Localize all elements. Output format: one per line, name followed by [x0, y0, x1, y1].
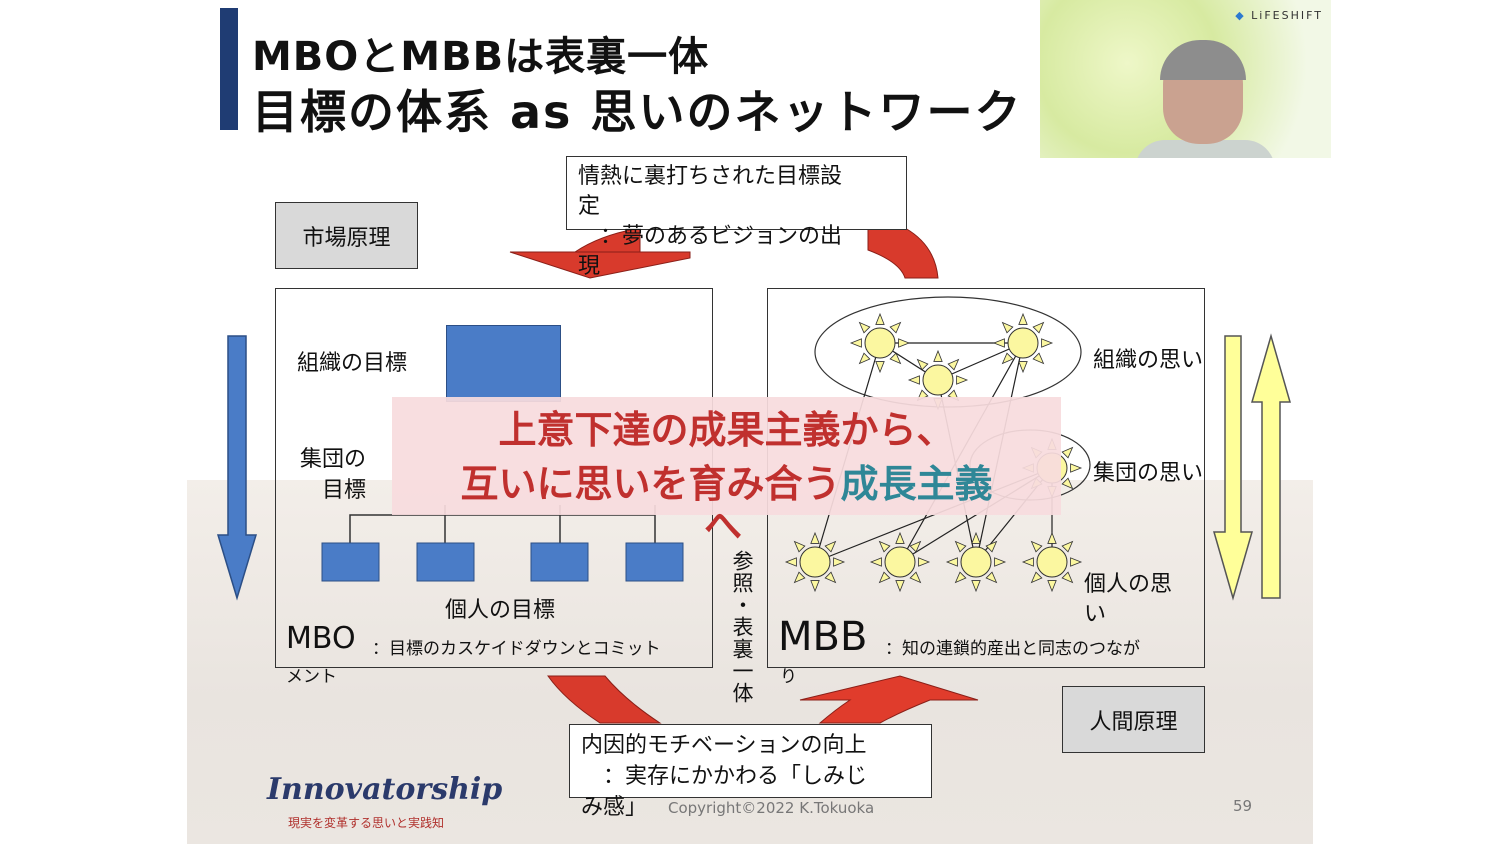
human-principle-box: 人間原理 [1062, 686, 1205, 753]
mbo-label: MBO [286, 621, 356, 656]
goal-tree [321, 505, 684, 582]
mbb-description-wrap: り [780, 667, 797, 687]
page-number: 59 [1233, 797, 1253, 815]
yellow-down-arrow [1213, 335, 1253, 601]
mbo-description: ：目標のカスケイドダウンとコミット [372, 639, 661, 659]
overlay-line1: 上意下達の成果主義から、 [498, 408, 955, 452]
group-goal-label: 集団の 目標 [290, 444, 366, 506]
top-note-line: ：夢のあるビジョンの出 [578, 224, 843, 249]
top-note-line: 定 [578, 194, 601, 219]
bottom-note-line: 内因的モチベーションの向上 [581, 733, 867, 758]
speaker-video: ◆ LiFESHIFT [1040, 0, 1331, 158]
speaker-shirt [1135, 140, 1275, 158]
individual-goal-block [530, 542, 589, 582]
overlay-line2-red: 互いに思いを育み合う [460, 462, 841, 506]
bottom-note-line: ：実存にかかわる「しみじ [581, 764, 868, 789]
mbo-description-wrap: メント [286, 667, 337, 687]
sun-icon [1021, 531, 1083, 593]
overlay-line2-teal: 成長主義 [840, 462, 993, 506]
red-arrow-bottom-left [547, 675, 662, 724]
lifeshift-logo: ◆ LiFESHIFT [1235, 9, 1323, 22]
yellow-up-arrow [1251, 333, 1291, 599]
sun-icon [784, 531, 846, 593]
top-note-line: 現 [578, 254, 601, 279]
bottom-note-line: み感」 [581, 795, 648, 820]
red-arrow-top-right [867, 227, 939, 279]
individual-thought-label: 個人の思 い [1084, 570, 1172, 630]
org-goal-label: 組織の目標 [297, 351, 408, 376]
center-vertical-label: 参照・表裏一体 [730, 550, 754, 704]
brand-tagline: 現実を変革する思いと実践知 [288, 816, 445, 830]
sun-icon [992, 312, 1054, 374]
blue-down-arrow [216, 335, 258, 601]
bottom-note-text: 内因的モチベーションの向上 ：実存にかかわる「しみじ み感」 [581, 730, 867, 823]
copyright: Copyright©2022 K.Tokuoka [668, 799, 875, 817]
overlay-line2: 互いに思いを育み合う成長主義 [392, 457, 1061, 511]
market-principle-box: 市場原理 [275, 202, 418, 269]
mbb-label: MBB [778, 614, 868, 660]
red-arrow-top-left [509, 227, 691, 279]
sun-icon [849, 312, 911, 374]
individual-thought-line: 個人の思 [1084, 572, 1173, 597]
group-goal-line: 集団の [299, 447, 366, 472]
lifeshift-logo-icon: ◆ [1235, 9, 1246, 22]
lifeshift-logo-text: LiFESHIFT [1251, 9, 1323, 22]
overlay-caption: 上意下達の成果主義から、 互いに思いを育み合う成長主義 [392, 397, 1061, 515]
bottom-note-box [569, 724, 932, 798]
slide-title-line2: 目標の体系 as 思いのネットワーク [252, 85, 1023, 139]
slide-title-line1: MBOとMBBは表裏一体 [252, 34, 710, 80]
overlay-tail: へ [704, 504, 743, 548]
sun-icon [945, 531, 1007, 593]
group-thought-label: 集団の思い [1093, 461, 1204, 486]
mbb-description: ：知の連鎖的産出と同志のつなが [885, 639, 1140, 659]
brand-logo: Innovatorship [267, 772, 503, 807]
individual-goal-block [416, 542, 475, 582]
sun-icon [869, 531, 931, 593]
org-thought-label: 組織の思い [1093, 348, 1204, 373]
top-note-line: 情熱に裏打ちされた目標設 [578, 164, 843, 189]
org-goal-block [446, 325, 561, 402]
red-arrow-bottom-right [799, 675, 979, 724]
top-note-text: 情熱に裏打ちされた目標設 定 ：夢のあるビジョンの出 現 [578, 162, 842, 282]
group-goal-line: 目標 [321, 478, 366, 503]
individual-goal-label: 個人の目標 [445, 598, 556, 623]
individual-goal-block [625, 542, 684, 582]
title-accent-bar [220, 8, 238, 130]
individual-thought-line: い [1084, 602, 1107, 627]
top-note-box [566, 156, 907, 230]
individual-goal-block [321, 542, 380, 582]
